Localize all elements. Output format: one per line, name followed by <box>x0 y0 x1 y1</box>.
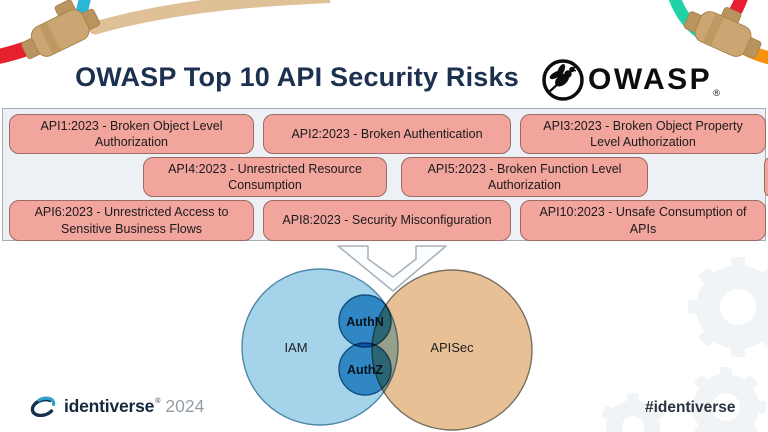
cable-splitter-top-right-icon <box>668 0 768 65</box>
wasp-icon <box>542 59 584 101</box>
venn-circle-authz <box>338 342 392 396</box>
brand-registered-mark: ® <box>155 398 161 405</box>
orbit-swirl-icon <box>30 396 56 417</box>
risk-box-api4: API4:2023 - Unrestricted Resource Consum… <box>143 157 387 197</box>
risk-box-api3: API3:2023 - Broken Object Property Level… <box>520 114 766 154</box>
page-title: OWASP Top 10 API Security Risks <box>75 62 519 92</box>
owasp-wordmark: OWASP <box>588 63 713 96</box>
venn-label-iam: IAM <box>284 340 307 355</box>
risk-box-cutoff <box>764 157 768 197</box>
risk-box-api5: API5:2023 - Broken Function Level Author… <box>401 157 648 197</box>
identiverse-logo: identiverse ® 2024 <box>30 396 204 417</box>
risk-box-api1: API1:2023 - Broken Object Level Authoriz… <box>9 114 254 154</box>
brand-wordmark: identiverse <box>64 396 155 416</box>
brand-year: 2024 <box>165 396 205 416</box>
hashtag-label: #identiverse <box>645 399 736 416</box>
background-gears-icon <box>601 257 768 432</box>
down-arrow-icon <box>337 245 447 292</box>
venn-label-apisec: APISec <box>430 340 474 355</box>
registered-mark: ® <box>713 88 720 98</box>
risk-box-api8: API8:2023 - Security Misconfiguration <box>263 200 511 241</box>
venn-label-authz: AuthZ <box>347 363 383 377</box>
risk-box-api6: API6:2023 - Unrestricted Access to Sensi… <box>9 200 254 241</box>
venn-label-authn: AuthN <box>346 315 384 329</box>
risk-box-api10: API10:2023 - Unsafe Consumption of APIs <box>520 200 766 241</box>
risk-box-api2: API2:2023 - Broken Authentication <box>263 114 511 154</box>
cable-splitter-top-left-icon <box>0 0 330 64</box>
risk-panel: API1:2023 - Broken Object Level Authoriz… <box>2 108 768 241</box>
venn-diagram: IAM APISec AuthN AuthZ <box>241 268 533 431</box>
owasp-logo: OWASP ® <box>541 58 720 102</box>
